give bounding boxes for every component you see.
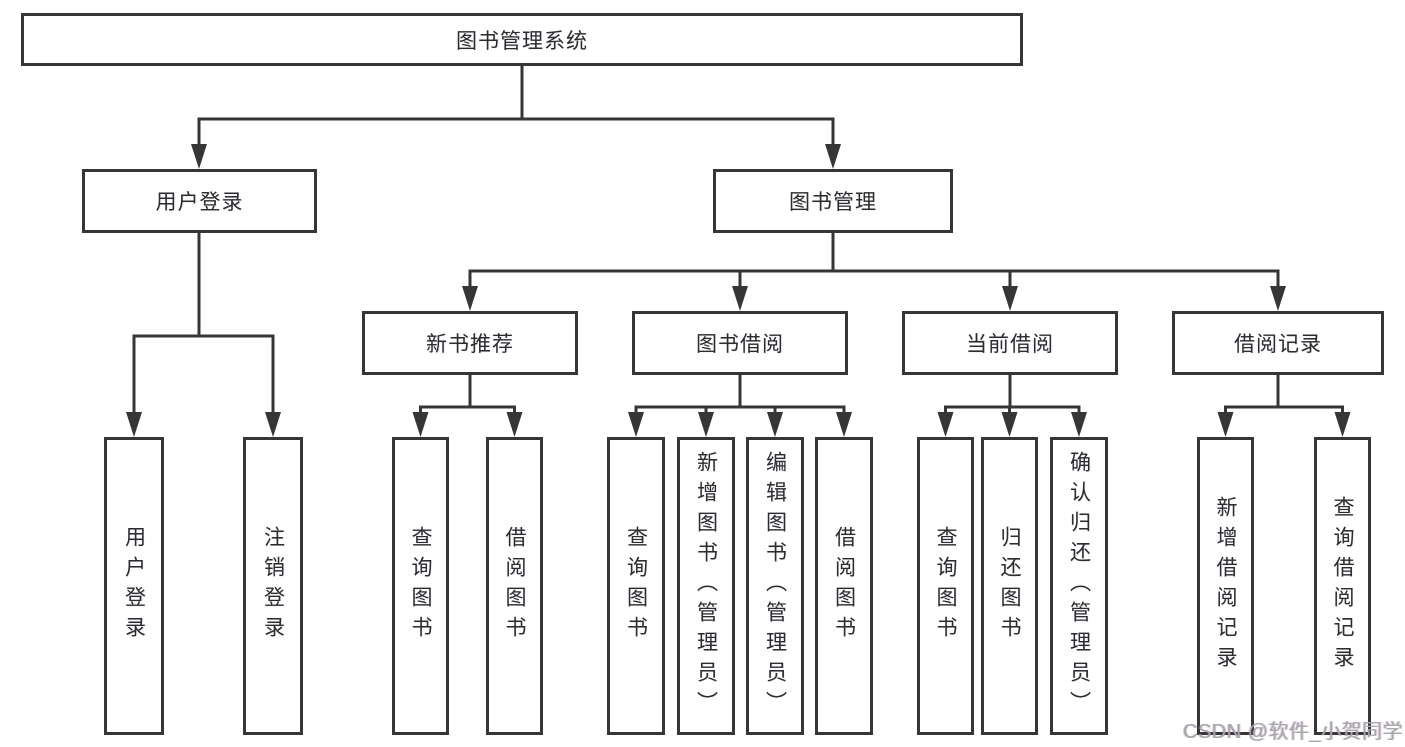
node-label: 新增借阅记录 [1214, 496, 1237, 676]
node-borrowing-records: 借阅记录 [1172, 311, 1384, 375]
node-label: 新书推荐 [426, 333, 514, 356]
node-new-book-recommend: 新书推荐 [362, 311, 578, 375]
node-label: 借阅记录 [1234, 333, 1322, 356]
node-label: 查询借阅记录 [1331, 496, 1354, 676]
leaf-logout: 注销登录 [243, 437, 303, 735]
node-label: 借阅图书 [832, 526, 856, 646]
node-user-login: 用户登录 [82, 169, 317, 233]
node-label: 用户登录 [122, 526, 146, 646]
node-label: 图书管理系统 [456, 29, 588, 53]
node-book-borrowing: 图书借阅 [632, 311, 848, 375]
leaf-recommend-query-books: 查询图书 [392, 437, 449, 735]
node-label: 归还图书 [998, 526, 1021, 646]
node-label: 借阅图书 [503, 526, 526, 646]
node-label: 图书管理 [789, 191, 877, 214]
leaf-borrowing-query-books: 查询图书 [607, 437, 665, 735]
leaf-user-login: 用户登录 [104, 437, 164, 735]
node-label: 当前借阅 [966, 333, 1054, 356]
leaf-borrowing-add-books-admin: 新增图书（管理员） [677, 437, 735, 735]
leaf-recommend-borrow-books: 借阅图书 [486, 437, 543, 735]
node-label: 图书借阅 [696, 333, 784, 356]
leaf-borrowing-edit-books-admin: 编辑图书（管理员） [746, 437, 804, 735]
node-label: 确认归还（管理员） [1067, 451, 1091, 721]
leaf-records-add-record: 新增借阅记录 [1197, 437, 1254, 735]
csdn-watermark: CSDN @软件_小贺同学 [1183, 721, 1404, 743]
node-label: 注销登录 [261, 526, 285, 646]
leaf-current-return-books: 归还图书 [981, 437, 1038, 735]
node-label: 查询图书 [409, 526, 432, 646]
node-book-management: 图书管理 [713, 169, 953, 233]
node-label: 用户登录 [155, 191, 244, 214]
leaf-current-query-books: 查询图书 [917, 437, 974, 735]
leaf-borrowing-borrow-books: 借阅图书 [815, 437, 873, 735]
leaf-records-query-record: 查询借阅记录 [1314, 437, 1371, 735]
node-label: 查询图书 [934, 526, 957, 646]
node-current-borrowing: 当前借阅 [902, 311, 1118, 375]
node-label: 新增图书（管理员） [694, 451, 718, 721]
node-label: 编辑图书（管理员） [763, 451, 787, 721]
node-label: 查询图书 [624, 526, 648, 646]
leaf-current-confirm-return-admin: 确认归还（管理员） [1050, 437, 1108, 735]
node-system-root: 图书管理系统 [21, 13, 1023, 66]
